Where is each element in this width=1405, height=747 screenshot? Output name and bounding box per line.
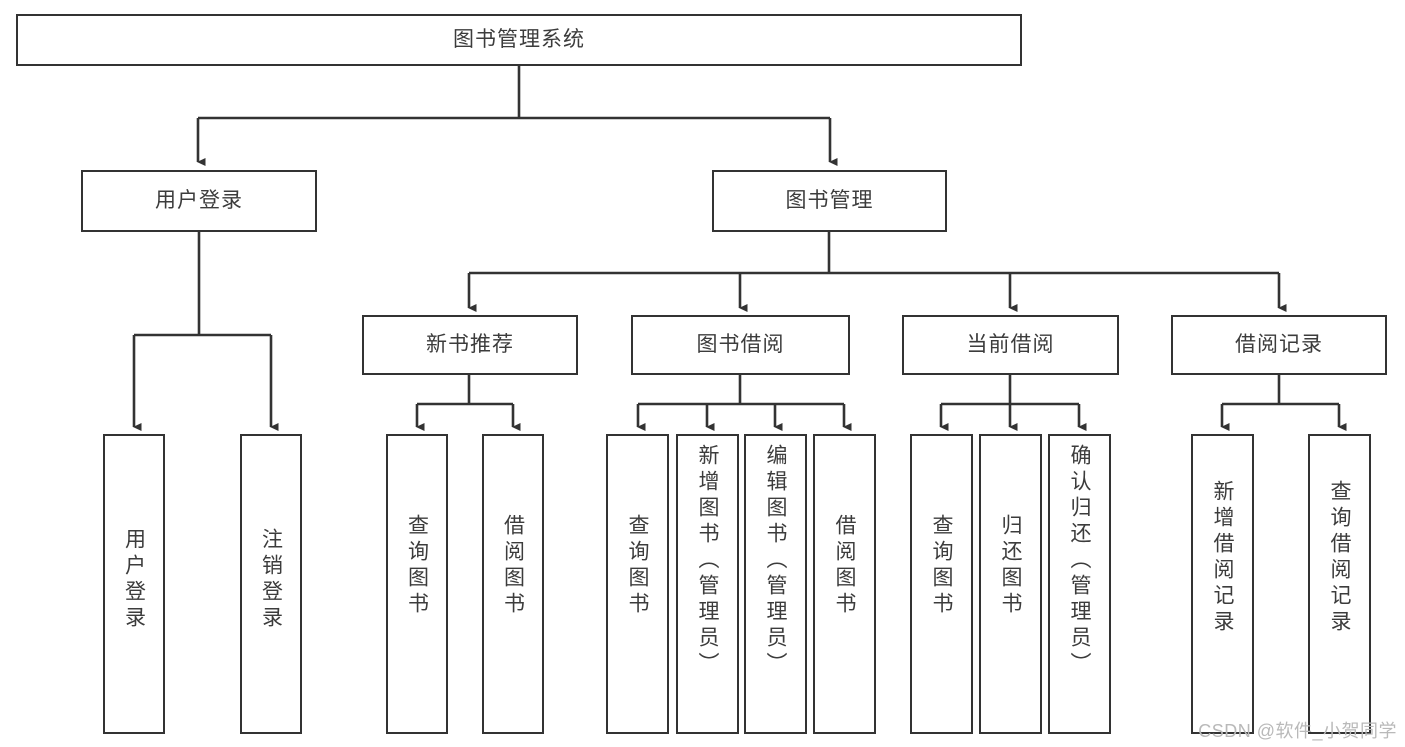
leaf-borrow-borrow-book[interactable]: 借阅图书: [813, 434, 876, 734]
leaf-current-query-book[interactable]: 查询图书: [910, 434, 973, 734]
watermark-text: CSDN @软件_小贺同学: [1198, 721, 1397, 741]
node-label: 查询图书: [405, 514, 429, 618]
leaf-borrow-query-book[interactable]: 查询图书: [606, 434, 669, 734]
node-label: 图书管理: [785, 188, 874, 212]
node-label: 查询图书: [930, 514, 953, 618]
node-label: 确认归还（管理员）: [1068, 444, 1091, 678]
leaf-user-login[interactable]: 用户登录: [103, 434, 165, 734]
node-label: 查询借阅记录: [1328, 480, 1351, 636]
node-label: 图书借阅: [696, 332, 785, 356]
node-label: 借阅记录: [1235, 332, 1323, 356]
node-user-login[interactable]: 用户登录: [81, 170, 317, 232]
leaf-borrow-edit-book-admin[interactable]: 编辑图书（管理员）: [744, 434, 807, 734]
node-label: 归还图书: [999, 514, 1022, 618]
leaf-record-add-borrow-record[interactable]: 新增借阅记录: [1191, 434, 1254, 734]
node-book-management[interactable]: 图书管理: [712, 170, 947, 232]
node-label: 图书管理系统: [453, 27, 585, 51]
node-label: 新增图书（管理员）: [696, 444, 719, 678]
node-label: 新增借阅记录: [1211, 480, 1234, 636]
node-new-book-recommend[interactable]: 新书推荐: [362, 315, 578, 375]
node-borrow-record[interactable]: 借阅记录: [1171, 315, 1387, 375]
node-label: 新书推荐: [426, 332, 514, 356]
node-book-borrow[interactable]: 图书借阅: [631, 315, 850, 375]
node-label: 注销登录: [259, 528, 283, 632]
node-label: 借阅图书: [501, 514, 525, 618]
leaf-current-return-book[interactable]: 归还图书: [979, 434, 1042, 734]
node-root-system[interactable]: 图书管理系统: [16, 14, 1022, 66]
leaf-recommend-query-book[interactable]: 查询图书: [386, 434, 448, 734]
leaf-current-confirm-return-admin[interactable]: 确认归还（管理员）: [1048, 434, 1111, 734]
node-label: 当前借阅: [966, 332, 1055, 356]
leaf-record-query-borrow-record[interactable]: 查询借阅记录: [1308, 434, 1371, 734]
node-label: 用户登录: [155, 188, 243, 212]
node-label: 借阅图书: [833, 514, 856, 618]
node-label: 用户登录: [122, 528, 146, 632]
leaf-recommend-borrow-book[interactable]: 借阅图书: [482, 434, 544, 734]
node-label: 查询图书: [626, 514, 649, 618]
node-current-borrow[interactable]: 当前借阅: [902, 315, 1119, 375]
leaf-borrow-add-book-admin[interactable]: 新增图书（管理员）: [676, 434, 739, 734]
leaf-user-logout[interactable]: 注销登录: [240, 434, 302, 734]
node-label: 编辑图书（管理员）: [764, 444, 787, 678]
